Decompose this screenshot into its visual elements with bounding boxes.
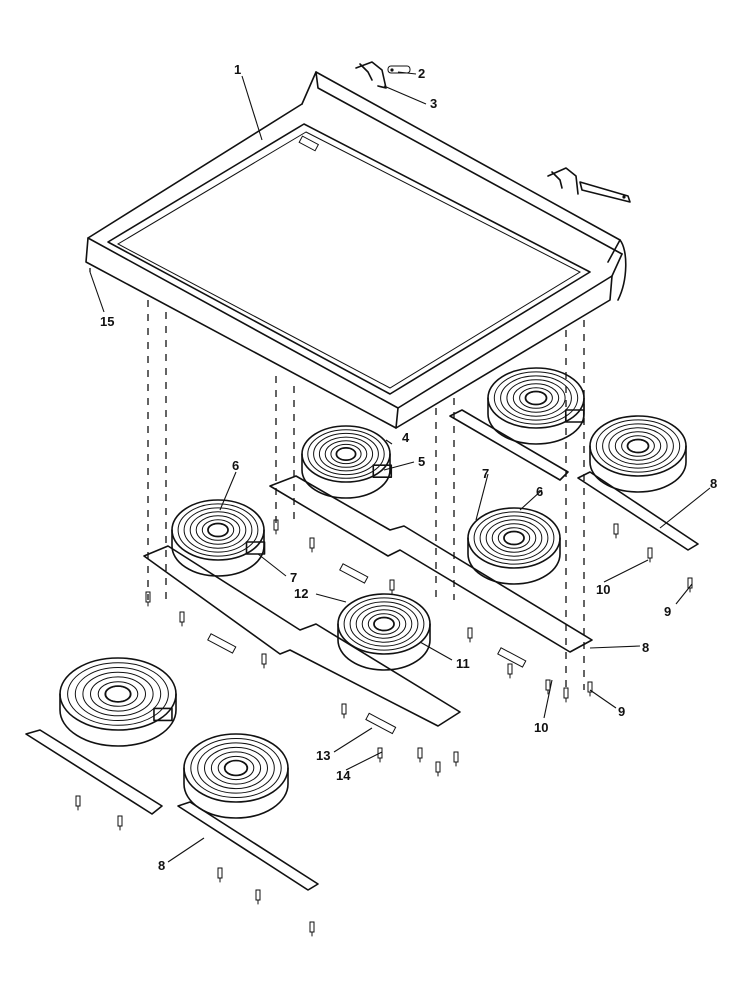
callout-1: 1 — [234, 62, 241, 77]
callout-9b: 9 — [618, 704, 625, 719]
screw — [377, 747, 383, 763]
screw — [389, 579, 395, 595]
strap-bracket-front-left — [25, 729, 163, 815]
screw — [117, 815, 123, 831]
heating-element-right — [589, 415, 687, 493]
screw — [467, 627, 473, 643]
heating-element-front-center — [183, 733, 289, 819]
screw — [587, 681, 593, 697]
screw — [563, 687, 569, 703]
screw — [507, 663, 513, 679]
screw — [341, 703, 347, 719]
screw — [75, 795, 81, 811]
callout-7a: 7 — [290, 570, 297, 585]
heating-element-left — [171, 499, 266, 577]
screw — [261, 653, 267, 669]
callout-2: 2 — [418, 66, 425, 81]
cooktop-top-panel — [85, 71, 627, 429]
heating-element-mid-right — [467, 507, 561, 585]
screw — [309, 537, 315, 553]
screw — [417, 747, 423, 763]
callout-5: 5 — [418, 454, 425, 469]
callout-3: 3 — [430, 96, 437, 111]
callout-8b: 8 — [642, 640, 649, 655]
mounting-plate-left — [143, 545, 461, 735]
callout-14: 14 — [336, 768, 351, 783]
heating-element-center-front — [337, 593, 431, 671]
screw — [613, 523, 619, 539]
callout-15: 15 — [100, 314, 114, 329]
screw — [309, 921, 315, 937]
callout-8a: 8 — [710, 476, 717, 491]
callout-4: 4 — [402, 430, 410, 445]
bracket-rear-right — [547, 167, 631, 203]
callout-7b: 7 — [482, 466, 489, 481]
screw — [179, 611, 185, 627]
mounting-plate-right — [269, 475, 593, 668]
screws — [75, 519, 693, 937]
heating-element-center-back — [301, 425, 393, 499]
bracket-rear-left — [355, 61, 411, 89]
callout-8c: 8 — [158, 858, 165, 873]
callout-6b: 6 — [536, 484, 543, 499]
callout-11: 11 — [456, 656, 470, 671]
heating-element-rear-center — [487, 367, 585, 445]
strap-bracket-rear-right — [577, 471, 699, 551]
callout-10b: 10 — [534, 720, 548, 735]
screw — [255, 889, 261, 905]
callout-10a: 10 — [596, 582, 610, 597]
heating-element-front-left — [59, 657, 177, 747]
callout-13: 13 — [316, 748, 330, 763]
leader-lines — [89, 71, 711, 863]
strap-bracket-rear-center — [449, 409, 569, 481]
screw — [687, 577, 693, 593]
screw — [453, 751, 459, 767]
callout-labels: 1 2 3 4 5 6 6 7 7 8 8 8 9 9 10 10 11 12 … — [100, 62, 717, 873]
callout-9a: 9 — [664, 604, 671, 619]
screw — [647, 547, 653, 563]
screw — [217, 867, 223, 883]
screw — [435, 761, 441, 777]
screw — [145, 591, 151, 607]
callout-12: 12 — [294, 586, 308, 601]
strap-bracket-front-center — [177, 801, 319, 891]
callout-6a: 6 — [232, 458, 239, 473]
screw — [273, 519, 279, 535]
surface-elements — [59, 367, 687, 819]
screw — [545, 679, 551, 695]
alignment-lines — [89, 268, 585, 690]
